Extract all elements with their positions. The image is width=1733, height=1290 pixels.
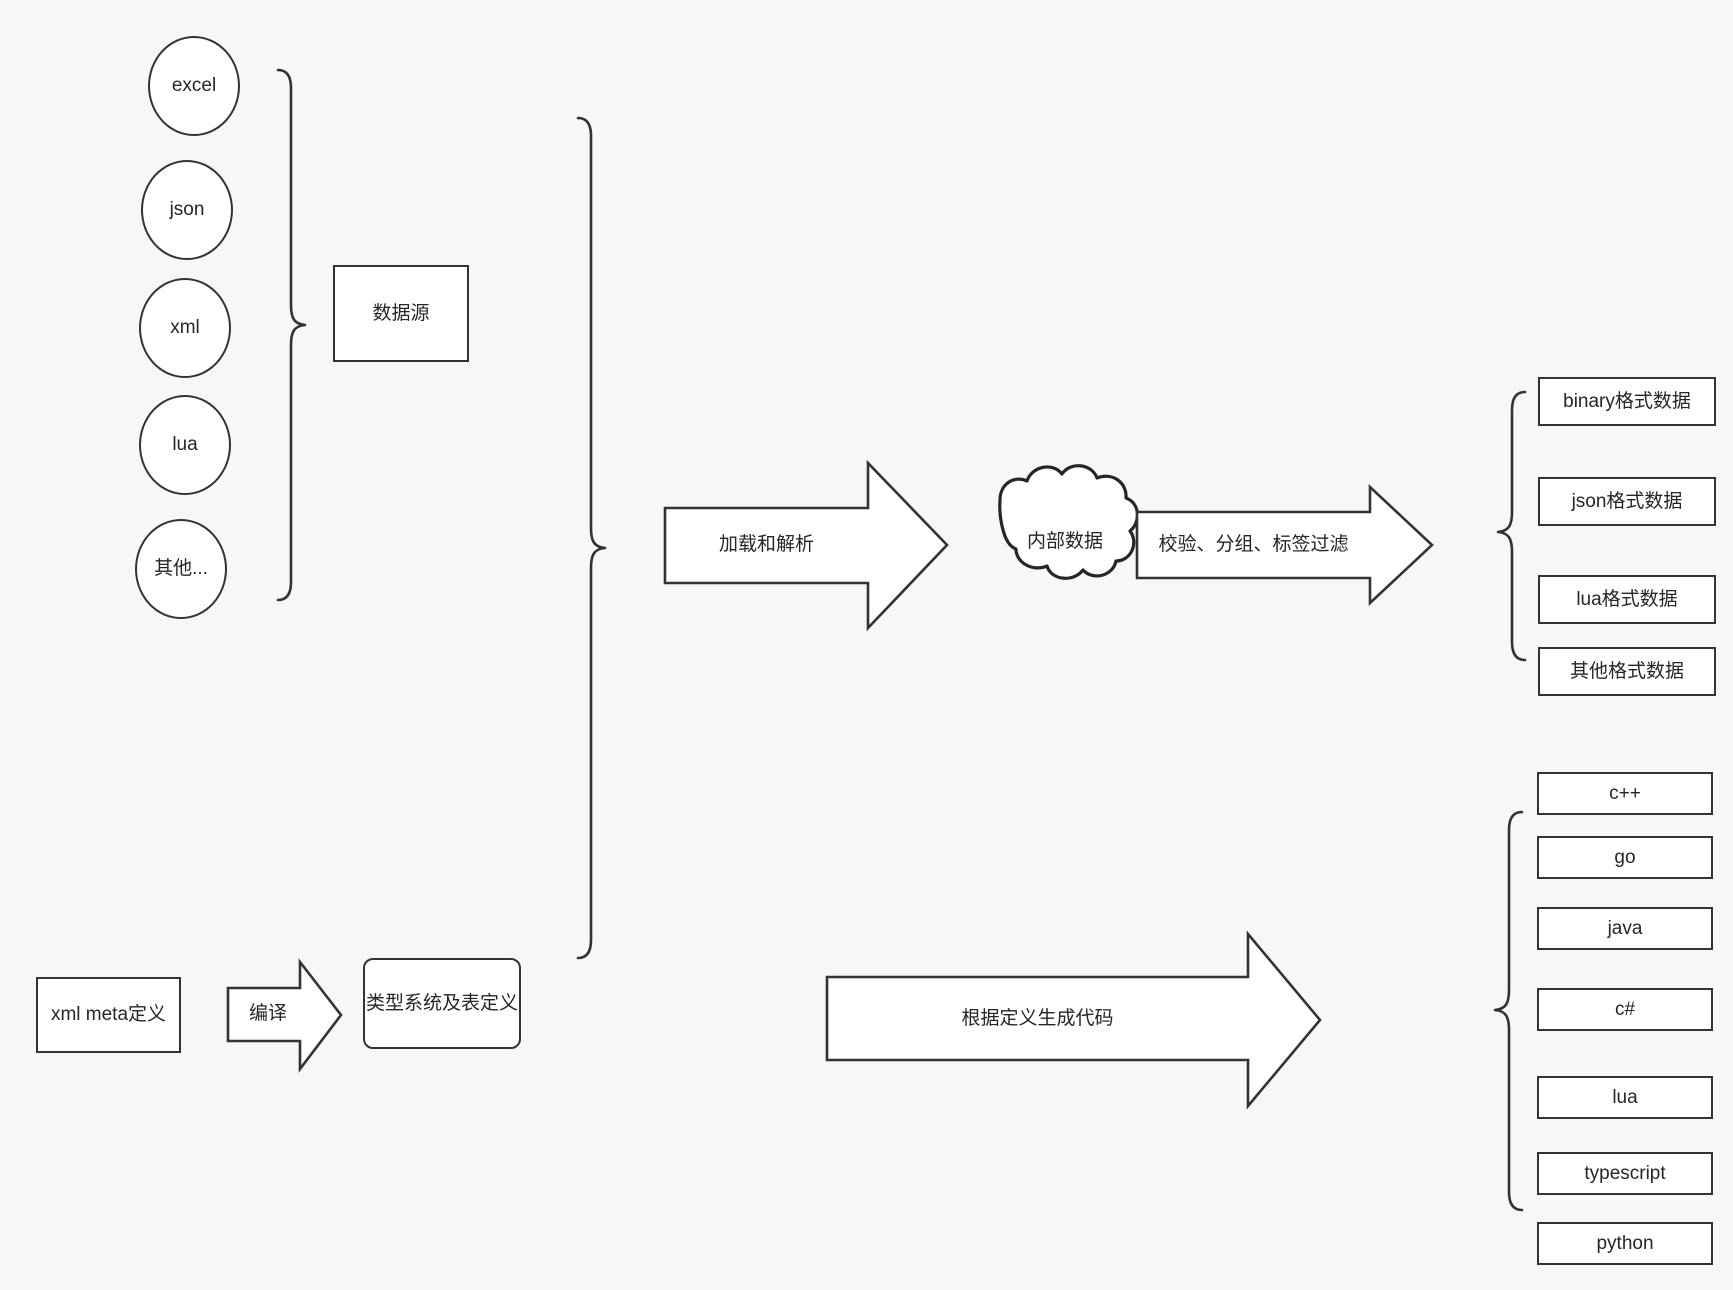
group-box-data-source[interactable]: 数据源	[333, 265, 469, 362]
meta-box-type-system[interactable]: 类型系统及表定义	[363, 958, 521, 1049]
source-node-label: excel	[171, 75, 217, 97]
meta-box-label: xml meta定义	[50, 1004, 167, 1026]
source-node-label: 其他...	[154, 558, 208, 580]
source-node-xml[interactable]: xml	[139, 278, 231, 378]
source-node-excel[interactable]: excel	[148, 36, 240, 136]
source-node-label: lua	[172, 434, 198, 456]
group-box-label: 数据源	[372, 302, 430, 324]
language-box-label: lua	[1612, 1086, 1638, 1108]
output-box-other[interactable]: 其他格式数据	[1538, 647, 1716, 696]
language-box-label: c#	[1614, 998, 1636, 1020]
language-box-label: java	[1607, 917, 1643, 939]
output-box-label: binary格式数据	[1563, 390, 1691, 412]
source-node-label: json	[169, 199, 205, 221]
arrow-validate-group-filter	[1135, 484, 1434, 606]
output-box-binary[interactable]: binary格式数据	[1538, 377, 1716, 426]
language-box-java[interactable]: java	[1537, 907, 1713, 950]
source-node-label: xml	[170, 317, 200, 339]
output-box-label: json格式数据	[1571, 490, 1683, 512]
cloud-internal-data	[998, 464, 1139, 580]
meta-box-label: 类型系统及表定义	[365, 992, 518, 1014]
output-box-lua[interactable]: lua格式数据	[1538, 575, 1716, 624]
language-box-csharp[interactable]: c#	[1537, 988, 1713, 1031]
source-node-json[interactable]: json	[141, 160, 233, 260]
output-box-label: lua格式数据	[1576, 588, 1678, 610]
arrow-compile	[226, 958, 343, 1073]
brace-output-formats	[1496, 390, 1527, 662]
brace-output-languages	[1493, 810, 1524, 1212]
brace-pipeline-input	[576, 116, 607, 960]
arrow-generate-code	[825, 930, 1322, 1110]
language-box-label: c++	[1609, 782, 1641, 804]
meta-box-xml-definition[interactable]: xml meta定义	[36, 977, 181, 1053]
language-box-label: typescript	[1584, 1162, 1666, 1184]
arrow-load-parse	[663, 459, 949, 632]
source-node-lua[interactable]: lua	[139, 395, 231, 495]
output-box-label: 其他格式数据	[1569, 660, 1684, 682]
source-node-other[interactable]: 其他...	[135, 519, 227, 619]
language-box-typescript[interactable]: typescript	[1537, 1152, 1713, 1195]
output-box-json[interactable]: json格式数据	[1538, 477, 1716, 526]
language-box-label: python	[1596, 1232, 1654, 1254]
language-box-cpp[interactable]: c++	[1537, 772, 1713, 815]
language-box-label: go	[1614, 846, 1636, 868]
language-box-python[interactable]: python	[1537, 1222, 1713, 1265]
language-box-lua[interactable]: lua	[1537, 1076, 1713, 1119]
language-box-go[interactable]: go	[1537, 836, 1713, 879]
brace-data-sources	[276, 68, 307, 602]
